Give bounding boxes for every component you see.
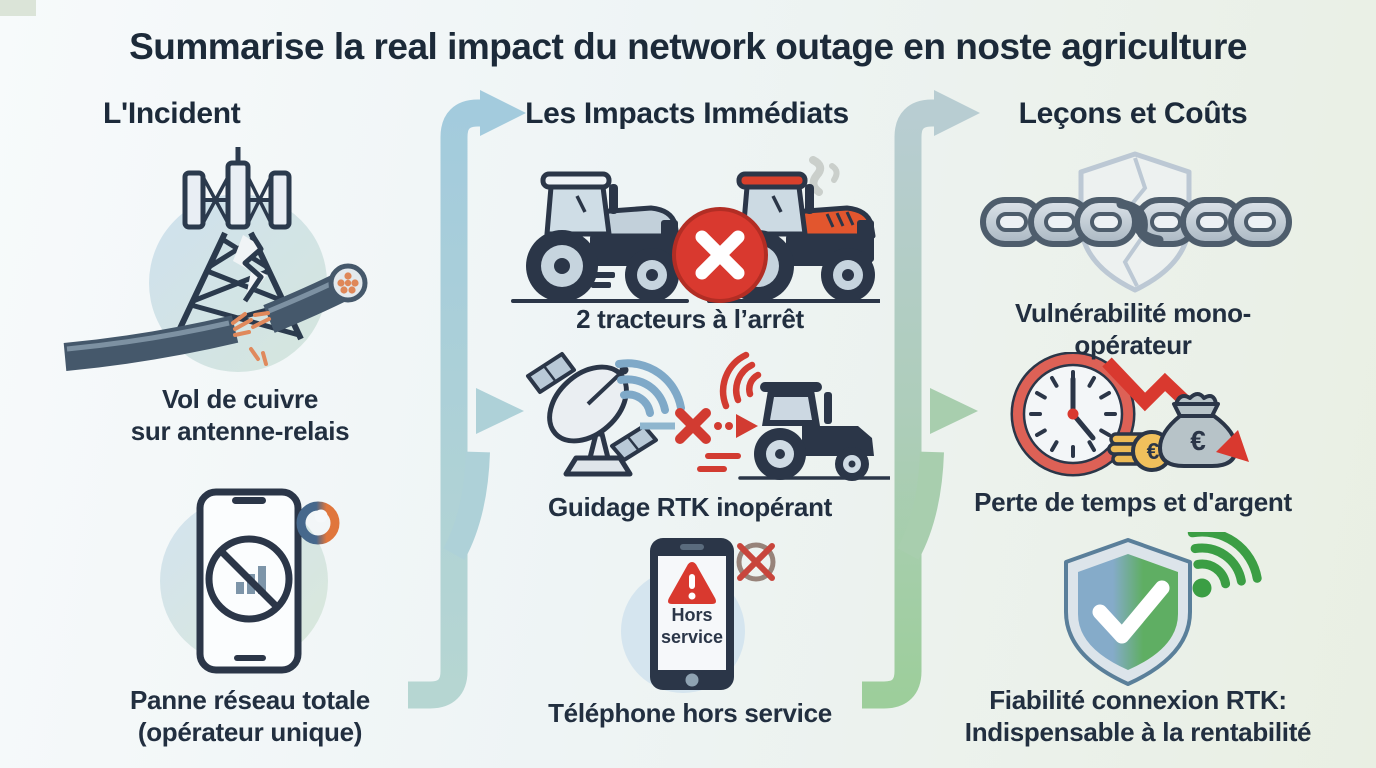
broken-chain-cracked-shield-icon	[975, 148, 1295, 298]
coin-euro-symbol: €	[1146, 438, 1160, 464]
broken-link-right	[1132, 205, 1164, 245]
phone-out-of-service-icon	[608, 528, 788, 700]
tractor-working	[511, 171, 689, 303]
caption-network-outage: Panne réseau totale (opérateur unique)	[130, 685, 370, 747]
caption-copper-theft: Vol de cuivre sur antenne-relais	[130, 384, 350, 446]
flow-arrow-1	[392, 84, 537, 714]
satellite-rtk-link-broken-icon	[500, 342, 890, 484]
chain-links	[980, 197, 1292, 247]
clock-money-loss-icon	[1005, 352, 1280, 484]
two-tractors-stopped-icon	[505, 156, 880, 308]
dotted-arrow	[714, 414, 758, 438]
column-header-impacts: Les Impacts Immédiats	[525, 97, 849, 130]
money-bag	[1158, 392, 1238, 468]
column-header-lessons: Leçons et Coûts	[1018, 97, 1248, 130]
no-service-cross	[736, 542, 776, 582]
column-header-incident: L'Incident	[103, 97, 241, 130]
satellite-signal-waves	[615, 359, 685, 417]
satellite-dish	[526, 352, 658, 477]
bag-euro-symbol: €	[1190, 425, 1206, 456]
tractor-stopped	[672, 156, 880, 303]
clock-ticks	[1029, 370, 1117, 458]
phone-screen-message: Hors service	[660, 605, 724, 647]
caption-rtk-guidance: Guidage RTK inopérant	[547, 492, 833, 522]
checkmark	[1092, 580, 1170, 644]
corner-tint	[0, 0, 36, 16]
caption-phone-out: Téléphone hors service	[548, 698, 832, 728]
flow-arrow-2	[846, 84, 991, 714]
caption-tractors-stopped: 2 tracteurs à l’arrêt	[576, 304, 804, 334]
lost-signal-waves	[719, 351, 762, 410]
tractor-silhouette	[738, 382, 890, 481]
smoke	[809, 156, 825, 196]
caption-vulnerability: Vulnérabilité mono-opérateur	[1014, 298, 1252, 360]
broken-link-x	[675, 408, 711, 444]
coin-stack	[1107, 430, 1173, 472]
phone-no-signal-icon	[150, 482, 350, 687]
cell-tower-cut-cable-icon	[55, 143, 395, 383]
operator-logo	[296, 501, 340, 545]
speed-dashes	[697, 453, 741, 472]
caption-rtk-reliability: Fiabilité connexion RTK: Indispensable à…	[964, 685, 1312, 747]
wifi-signal	[1187, 532, 1262, 598]
shield-check-wifi-icon	[1050, 532, 1262, 694]
caption-time-money-loss: Perte de temps et d'argent	[974, 487, 1292, 517]
page-title: Summarise la real impact du network outa…	[129, 26, 1247, 67]
